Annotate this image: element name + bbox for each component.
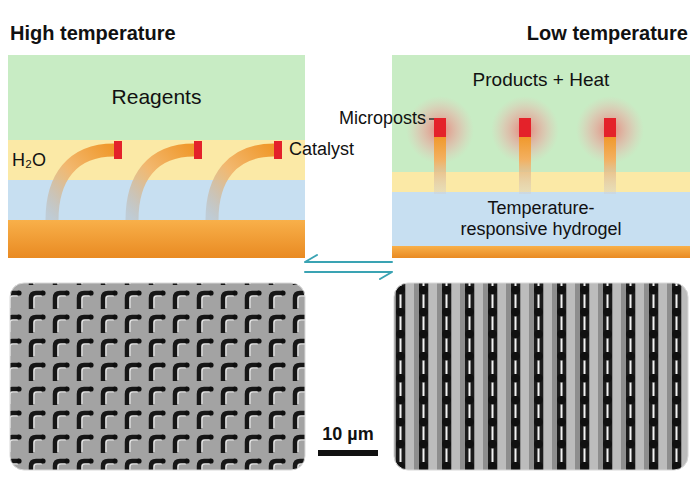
band-label: Reagents <box>112 85 202 109</box>
upright-micropost <box>434 136 446 194</box>
product-band: Products + Heat <box>392 55 690 172</box>
catalyst-tip <box>519 118 531 137</box>
micrograph-upright <box>394 283 688 470</box>
catalyst-tip <box>434 118 446 137</box>
upright-micropost <box>519 136 531 194</box>
callout-label: Microposts <box>339 108 426 129</box>
band-label: Products + Heat <box>473 69 610 91</box>
scale-label: 10 µm <box>322 424 373 445</box>
bent-micropost <box>52 150 114 220</box>
catalyst-tip <box>114 141 122 159</box>
band-label: H₂O <box>12 150 46 171</box>
bent-micropost <box>132 150 194 220</box>
catalyst-tip <box>194 141 202 159</box>
micrograph-bent <box>10 283 305 470</box>
scale-bar <box>318 450 378 456</box>
substrate <box>392 246 690 258</box>
catalyst-tip <box>274 141 282 159</box>
band-label: Temperature-responsive hydrogel <box>454 198 629 239</box>
equilibrium-arrow <box>305 255 392 262</box>
substrate <box>8 220 305 258</box>
bent-micropost <box>212 150 274 220</box>
panel-heading: Low temperature <box>392 22 690 45</box>
hydrogel-band: Temperature-responsive hydrogel <box>392 192 690 246</box>
catalyst-tip <box>604 118 616 137</box>
reagent-band: Reagents <box>8 55 305 140</box>
water-band: H₂O <box>8 140 305 180</box>
state-panel: High temperatureReagentsH₂O <box>8 14 305 472</box>
hydrogel-layer <box>392 192 690 246</box>
panel-heading: High temperature <box>8 22 305 45</box>
equilibrium-arrow <box>305 272 392 279</box>
callout-label: Catalyst <box>289 139 354 160</box>
upright-micropost <box>604 136 616 194</box>
state-panel: Low temperatureProducts + HeatTemperatur… <box>392 14 690 472</box>
reagent-layer <box>8 55 305 140</box>
leader-line <box>429 118 434 120</box>
